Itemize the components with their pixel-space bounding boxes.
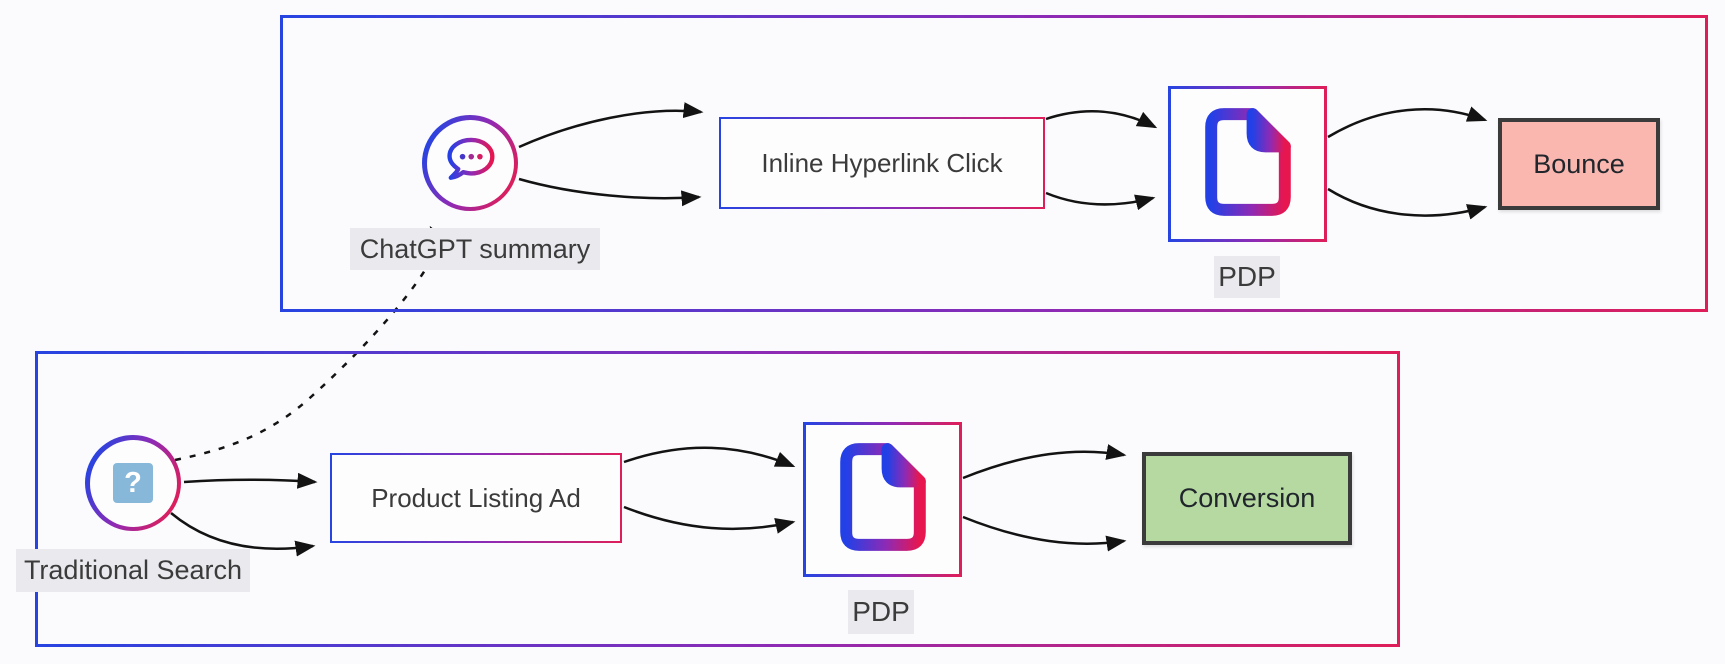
product-listing-ad-text: Product Listing Ad (371, 482, 581, 513)
traditional-search-label: Traditional Search (16, 549, 250, 592)
conversion-node: Conversion (1142, 452, 1352, 545)
traditional-search-label-text: Traditional Search (23, 555, 243, 585)
product-listing-ad-node: Product Listing Ad (330, 453, 622, 543)
document-icon (1202, 106, 1294, 223)
pdp-top-label-text: PDP (1218, 261, 1276, 292)
pdp-top-label: PDP (1214, 256, 1280, 298)
inline-hyperlink-click-text: Inline Hyperlink Click (761, 147, 1003, 178)
traditional-search-node: ? (85, 435, 181, 531)
bounce-text: Bounce (1533, 148, 1625, 179)
conversion-text: Conversion (1178, 483, 1316, 513)
pdp-top-node (1168, 86, 1327, 242)
chatgpt-summary-label: ChatGPT summary (350, 228, 600, 270)
document-icon (837, 441, 929, 558)
inline-hyperlink-click-node: Inline Hyperlink Click (719, 117, 1045, 209)
pdp-bottom-node (803, 422, 962, 577)
bounce-node: Bounce (1498, 118, 1660, 210)
pdp-bottom-label: PDP (848, 590, 914, 634)
chat-bubble-icon (439, 130, 501, 197)
chatgpt-summary-label-text: ChatGPT summary (359, 233, 591, 264)
pdp-bottom-label-text: PDP (852, 596, 910, 627)
chatgpt-summary-node (422, 115, 518, 211)
question-mark-icon: ? (113, 463, 153, 503)
